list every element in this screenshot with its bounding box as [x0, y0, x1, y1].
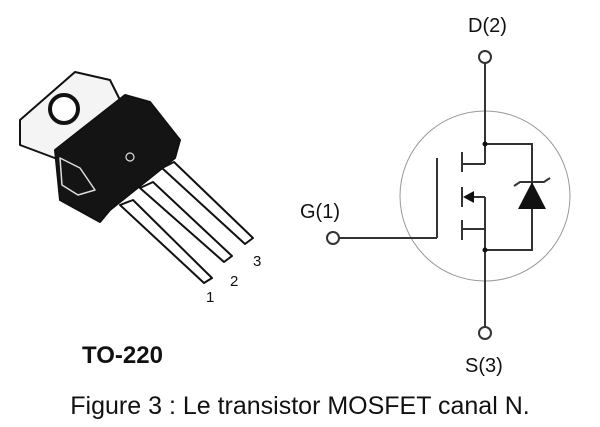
drain-label: D(2): [468, 15, 507, 37]
source-terminal[interactable]: [478, 326, 492, 340]
mosfet-symbol: [326, 50, 571, 340]
source-node: [482, 247, 488, 253]
to220-package: [19, 71, 254, 284]
drain-terminal[interactable]: [478, 50, 492, 64]
tab-hole-icon: [48, 93, 80, 125]
drain-node: [482, 141, 488, 147]
channel-arrow-icon: [463, 191, 474, 203]
package-name: TO-220: [82, 342, 163, 369]
lead-1: [119, 199, 213, 284]
pin-1-label: 1: [206, 289, 214, 306]
figure-caption: Figure 3 : Le transistor MOSFET canal N.: [70, 392, 530, 420]
lead-3: [161, 161, 254, 245]
lead-2: [139, 181, 233, 263]
zener-diode-icon: [518, 182, 546, 209]
package-body: [54, 94, 181, 223]
pin-2-label: 2: [230, 273, 238, 290]
pin-3-label: 3: [253, 253, 261, 270]
body-dimple-icon: [125, 152, 135, 162]
gate-label: G(1): [300, 201, 340, 223]
gate-terminal[interactable]: [326, 231, 340, 245]
source-label: S(3): [465, 355, 503, 377]
